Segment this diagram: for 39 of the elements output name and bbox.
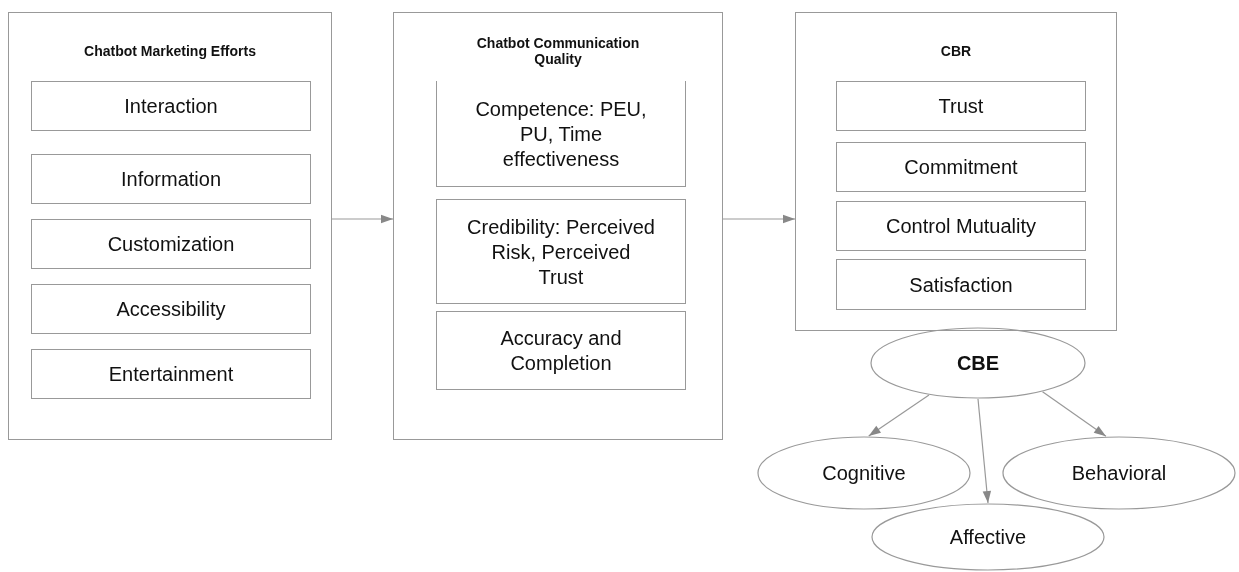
factor-box	[31, 349, 311, 399]
factor-label: Interaction	[123, 93, 219, 119]
factor-box	[836, 142, 1086, 192]
factor-box	[31, 284, 311, 334]
factor-box	[31, 219, 311, 269]
factor-label: Affective	[948, 524, 1028, 550]
factor-box	[836, 259, 1086, 310]
factor-label: Trust	[937, 93, 985, 119]
arrow	[722, 214, 796, 224]
factor-box	[436, 311, 686, 390]
factor-box	[836, 201, 1086, 251]
factor-label: Behavioral	[1070, 460, 1168, 486]
factor-box	[836, 81, 1086, 131]
factor-label: Information	[119, 166, 223, 192]
factor-box	[31, 81, 311, 131]
factor-label: Satisfaction	[908, 272, 1014, 297]
group-box	[795, 12, 1117, 331]
factor-label: Accuracy and Completion	[499, 325, 623, 376]
factor-label: CBE	[955, 350, 1001, 376]
group-title: Chatbot Communication Quality	[475, 35, 641, 67]
arrow	[331, 214, 394, 224]
factor-label: Customization	[106, 231, 236, 257]
factor-label: Credibility: Perceived Risk, Perceived Trust	[466, 214, 656, 289]
factor-label: Competence: PEU, PU, Time effectiveness	[474, 96, 648, 171]
factor-box	[31, 154, 311, 204]
group-box	[393, 12, 723, 440]
arrow	[868, 394, 930, 437]
arrow	[977, 398, 992, 504]
group-title: CBR	[939, 43, 973, 59]
factor-label: Accessibility	[115, 296, 227, 322]
factor-box	[436, 81, 686, 187]
arrow	[1041, 391, 1107, 437]
group-title: Chatbot Marketing Efforts	[83, 43, 257, 59]
factor-label: Commitment	[903, 154, 1019, 180]
factor-label: Entertainment	[107, 361, 235, 387]
factor-label: Cognitive	[821, 460, 907, 486]
factor-label: Control Mutuality	[884, 213, 1038, 239]
group-box	[8, 12, 332, 440]
factor-box	[436, 199, 686, 304]
